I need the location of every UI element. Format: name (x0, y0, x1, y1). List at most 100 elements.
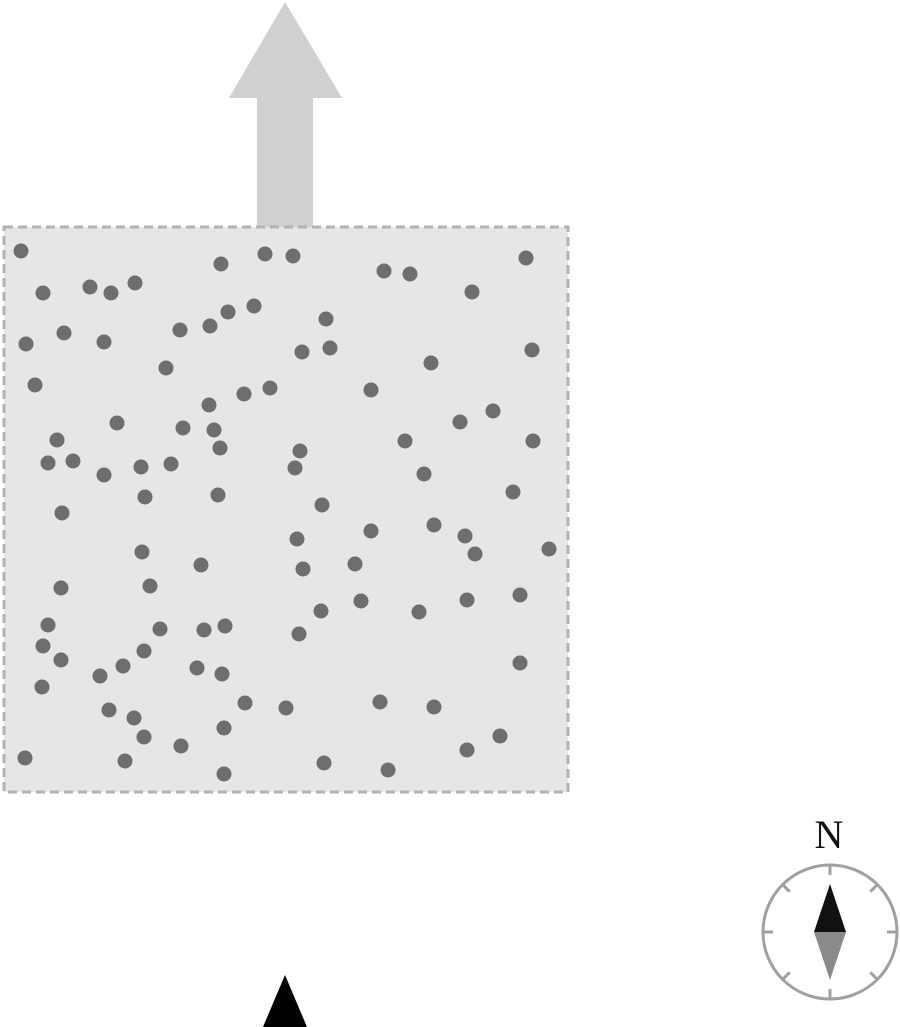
particle (505, 484, 521, 500)
particle (142, 578, 158, 594)
particle (372, 694, 388, 710)
particle (158, 360, 174, 376)
particle (313, 603, 329, 619)
particle (216, 720, 232, 736)
triangle-marker-icon (263, 975, 307, 1027)
particle (193, 557, 209, 573)
particle (17, 750, 33, 766)
particle (175, 420, 191, 436)
particle (27, 377, 43, 393)
particle (172, 322, 188, 338)
particle (220, 304, 236, 320)
particle (13, 243, 29, 259)
particle (189, 660, 205, 676)
particle (492, 728, 508, 744)
particle (426, 517, 442, 533)
particle (53, 652, 69, 668)
particle (467, 546, 483, 562)
particle (134, 544, 150, 560)
particle (285, 248, 301, 264)
compass-tick (781, 971, 791, 981)
particle (82, 279, 98, 295)
particle (96, 334, 112, 350)
particle (126, 710, 142, 726)
particle (136, 729, 152, 745)
particle (363, 523, 379, 539)
particle (289, 531, 305, 547)
particle (34, 679, 50, 695)
particle (452, 414, 468, 430)
particle (347, 556, 363, 572)
particle (117, 753, 133, 769)
particle (101, 702, 117, 718)
compass-tick (781, 883, 791, 893)
particle (353, 593, 369, 609)
particle (291, 626, 307, 642)
particle (459, 742, 475, 758)
particle (262, 380, 278, 396)
particle (18, 336, 34, 352)
particle (457, 528, 473, 544)
particle (236, 386, 252, 402)
particle (316, 755, 332, 771)
particle (525, 433, 541, 449)
particle (54, 505, 70, 521)
particle (202, 318, 218, 334)
particle (426, 699, 442, 715)
particle (216, 766, 232, 782)
particle (201, 397, 217, 413)
particle (214, 666, 230, 682)
particle (397, 433, 413, 449)
particle (213, 256, 229, 272)
particle (416, 466, 432, 482)
particle (314, 497, 330, 513)
particle (133, 459, 149, 475)
particle (318, 311, 334, 327)
compass-north-label: N (815, 812, 844, 857)
particle (210, 487, 226, 503)
particle (237, 695, 253, 711)
particle (137, 489, 153, 505)
particle (217, 618, 233, 634)
particle (376, 263, 392, 279)
particle (541, 541, 557, 557)
particle (127, 275, 143, 291)
particle (196, 622, 212, 638)
particle (173, 738, 189, 754)
particle (363, 382, 379, 398)
particle (257, 246, 273, 262)
particle (464, 284, 480, 300)
particle (96, 467, 112, 483)
particle (278, 700, 294, 716)
particle-group (13, 243, 557, 782)
particle (512, 655, 528, 671)
particle (292, 443, 308, 459)
particle (163, 456, 179, 472)
compass-tick (869, 971, 879, 981)
particle (380, 762, 396, 778)
particle (35, 638, 51, 654)
particle-field (2, 225, 570, 794)
particle (115, 658, 131, 674)
particle (206, 422, 222, 438)
compass-ticks (763, 865, 897, 999)
particle (423, 355, 439, 371)
particle (294, 344, 310, 360)
compass-icon: N (761, 812, 899, 1001)
particle (40, 455, 56, 471)
particle (402, 266, 418, 282)
compass-tick (869, 883, 879, 893)
compass-needle-south (814, 932, 846, 980)
particle (35, 285, 51, 301)
particle (459, 592, 475, 608)
particle (103, 285, 119, 301)
particle (322, 340, 338, 356)
particle (287, 460, 303, 476)
particle (53, 580, 69, 596)
particle (49, 432, 65, 448)
particle (485, 403, 501, 419)
particle (109, 415, 125, 431)
particle (56, 325, 72, 341)
particle (212, 440, 228, 456)
